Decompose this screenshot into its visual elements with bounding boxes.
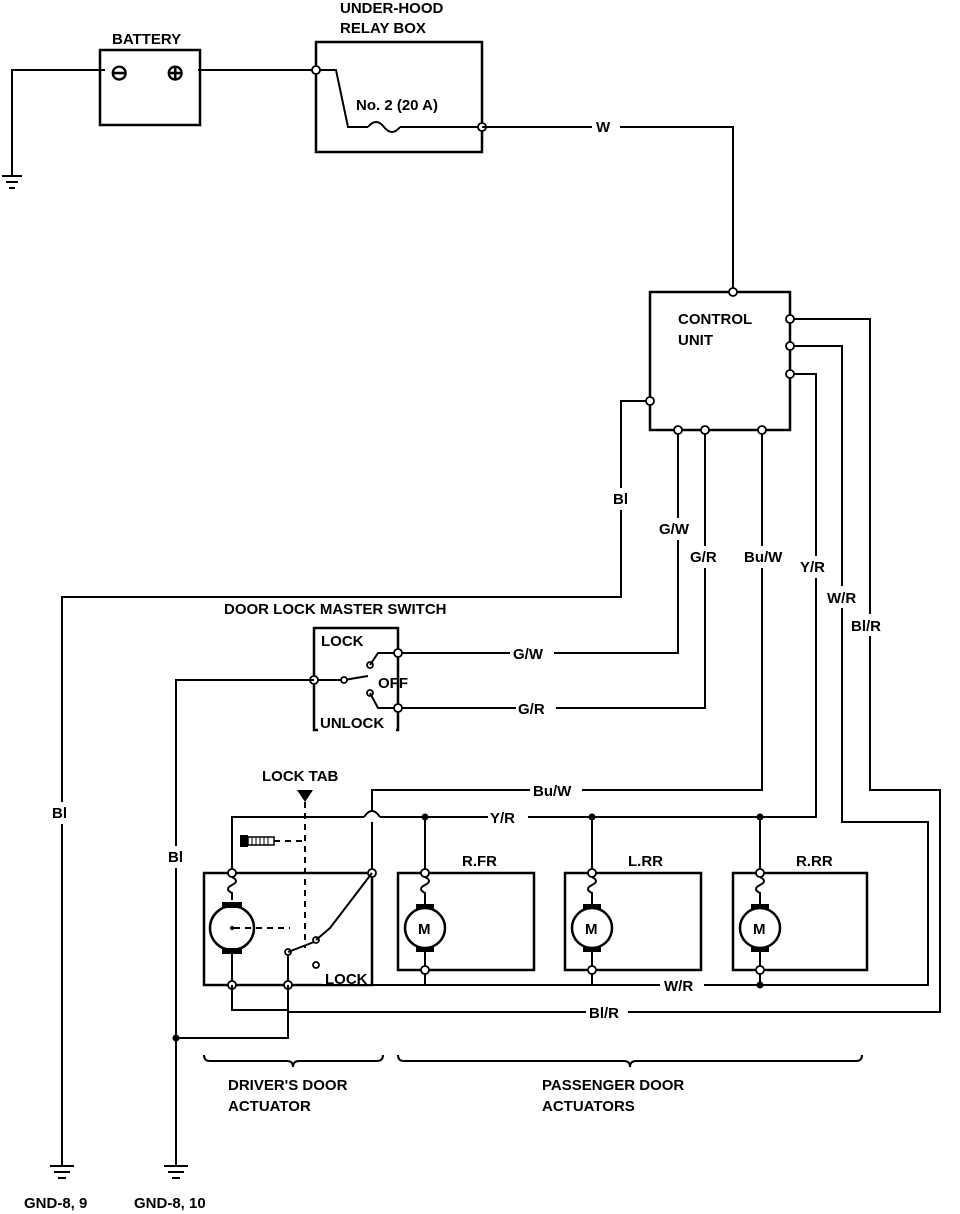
driver-lock-label: LOCK: [325, 971, 368, 988]
battery-body: [98, 48, 202, 127]
relay-box-title-1: UNDER-HOOD: [340, 0, 443, 17]
wire-bl-main: [61, 400, 650, 1165]
wire-label-wr-vertical: W/R: [827, 590, 856, 607]
relay-box-outline: [314, 40, 484, 154]
ground-label-right: GND-8, 10: [134, 1195, 206, 1212]
wire-label-yr-vertical: Y/R: [800, 559, 825, 576]
wire-label-buw-vertical: Bu/W: [744, 549, 783, 566]
actuator-lrr-label: L.RR: [628, 853, 663, 870]
wire-battery-ground: [11, 69, 105, 175]
fuse-label: No. 2 (20 A): [356, 97, 438, 114]
control-unit-label-2: UNIT: [678, 332, 713, 349]
wire-buw: [371, 430, 763, 873]
passenger-brace: [397, 1054, 863, 1068]
ground-icon-right: [164, 1165, 188, 1179]
actuator-lrr-outline: [563, 871, 703, 972]
driver-lock-switch-contact: [287, 941, 315, 953]
lock-screw-icon: [240, 835, 275, 847]
control-unit-outline: [648, 290, 792, 432]
actuator-rfr-label: R.FR: [462, 853, 497, 870]
wire-label-blr-horizontal: Bl/R: [589, 1005, 619, 1022]
battery-positive-icon: ⊕: [166, 60, 184, 85]
wire-label-gw-vertical: G/W: [659, 521, 690, 538]
actuator-rrr-motor-label: M: [753, 921, 766, 938]
actuator-rfr-motor-label: M: [418, 921, 431, 938]
actuator-rrr-outline: [731, 871, 869, 972]
wire-label-gr-vertical: G/R: [690, 549, 717, 566]
actuator-lrr-motor-label: M: [585, 921, 598, 938]
relay-internal-wire: [316, 69, 368, 128]
wire-gw: [398, 430, 679, 654]
wire-gr: [398, 430, 706, 709]
driver-brace: [203, 1054, 384, 1068]
wire-label-wr-horizontal: W/R: [664, 978, 693, 995]
passenger-caption-2: ACTUATORS: [542, 1098, 635, 1115]
wire-label-blr-vertical: Bl/R: [851, 618, 881, 635]
wire-label-yr-horizontal: Y/R: [490, 810, 515, 827]
wire-label-buw-horizontal: Bu/W: [533, 783, 572, 800]
wire-blr: [288, 318, 941, 1013]
ground-label-left: GND-8, 9: [24, 1195, 87, 1212]
passenger-caption-1: PASSENGER DOOR: [542, 1077, 684, 1094]
battery-label: BATTERY: [112, 31, 181, 48]
wire-w: [482, 126, 734, 292]
master-switch-title: DOOR LOCK MASTER SWITCH: [224, 601, 447, 618]
wire-label-bl-left: Bl: [52, 805, 67, 822]
wire-label-bl-right: Bl: [168, 849, 183, 866]
relay-box-title-2: RELAY BOX: [340, 20, 426, 37]
driver-coil-icon: [227, 876, 237, 900]
passenger-actuator-rrr: R.RR M: [731, 853, 869, 975]
ground-icon-battery: [2, 175, 22, 189]
master-switch-lock-label: LOCK: [321, 633, 364, 650]
passenger-actuator-lrr: L.RR M: [563, 853, 703, 975]
wire-bl-switch-ground: [175, 679, 314, 1165]
battery-negative-icon: ⊖: [110, 60, 128, 85]
actuator-rfr-coil-icon: [420, 876, 430, 904]
wire-yr: [231, 373, 817, 873]
actuator-rrr-label: R.RR: [796, 853, 833, 870]
ground-icon-left: [50, 1165, 74, 1179]
wire-wr: [232, 345, 929, 986]
actuator-rrr-coil-icon: [755, 876, 765, 904]
control-unit-label-1: CONTROL: [678, 311, 752, 328]
wire-label-gw-horizontal: G/W: [513, 646, 544, 663]
relay-box: UNDER-HOOD RELAY BOX No. 2 (20 A): [311, 0, 487, 154]
actuator-lrr-coil-icon: [587, 876, 597, 904]
lock-tab-label: LOCK TAB: [262, 768, 339, 785]
actuator-rfr-outline: [396, 871, 536, 972]
wire-label-w: W: [596, 119, 611, 136]
driver-caption-2: ACTUATOR: [228, 1098, 311, 1115]
wire-label-gr-horizontal: G/R: [518, 701, 545, 718]
fuse-icon: [367, 121, 401, 133]
drivers-door-actuator: LOCK TAB LOCK: [202, 768, 377, 1012]
lock-tab-arrow-icon: [297, 790, 313, 802]
wire-label-bl-upper: Bl: [613, 491, 628, 508]
control-unit: CONTROL UNIT: [648, 290, 792, 432]
door-lock-master-switch: DOOR LOCK MASTER SWITCH LOCK UNLOCK OFF: [224, 601, 447, 732]
battery: BATTERY ⊖ ⊕: [98, 31, 202, 127]
driver-caption-1: DRIVER'S DOOR: [228, 1077, 348, 1094]
master-switch-contact: [343, 675, 369, 681]
master-switch-off-label: OFF: [378, 675, 408, 692]
passenger-actuator-rfr: R.FR M: [396, 853, 536, 975]
master-switch-unlock-label: UNLOCK: [320, 715, 384, 732]
